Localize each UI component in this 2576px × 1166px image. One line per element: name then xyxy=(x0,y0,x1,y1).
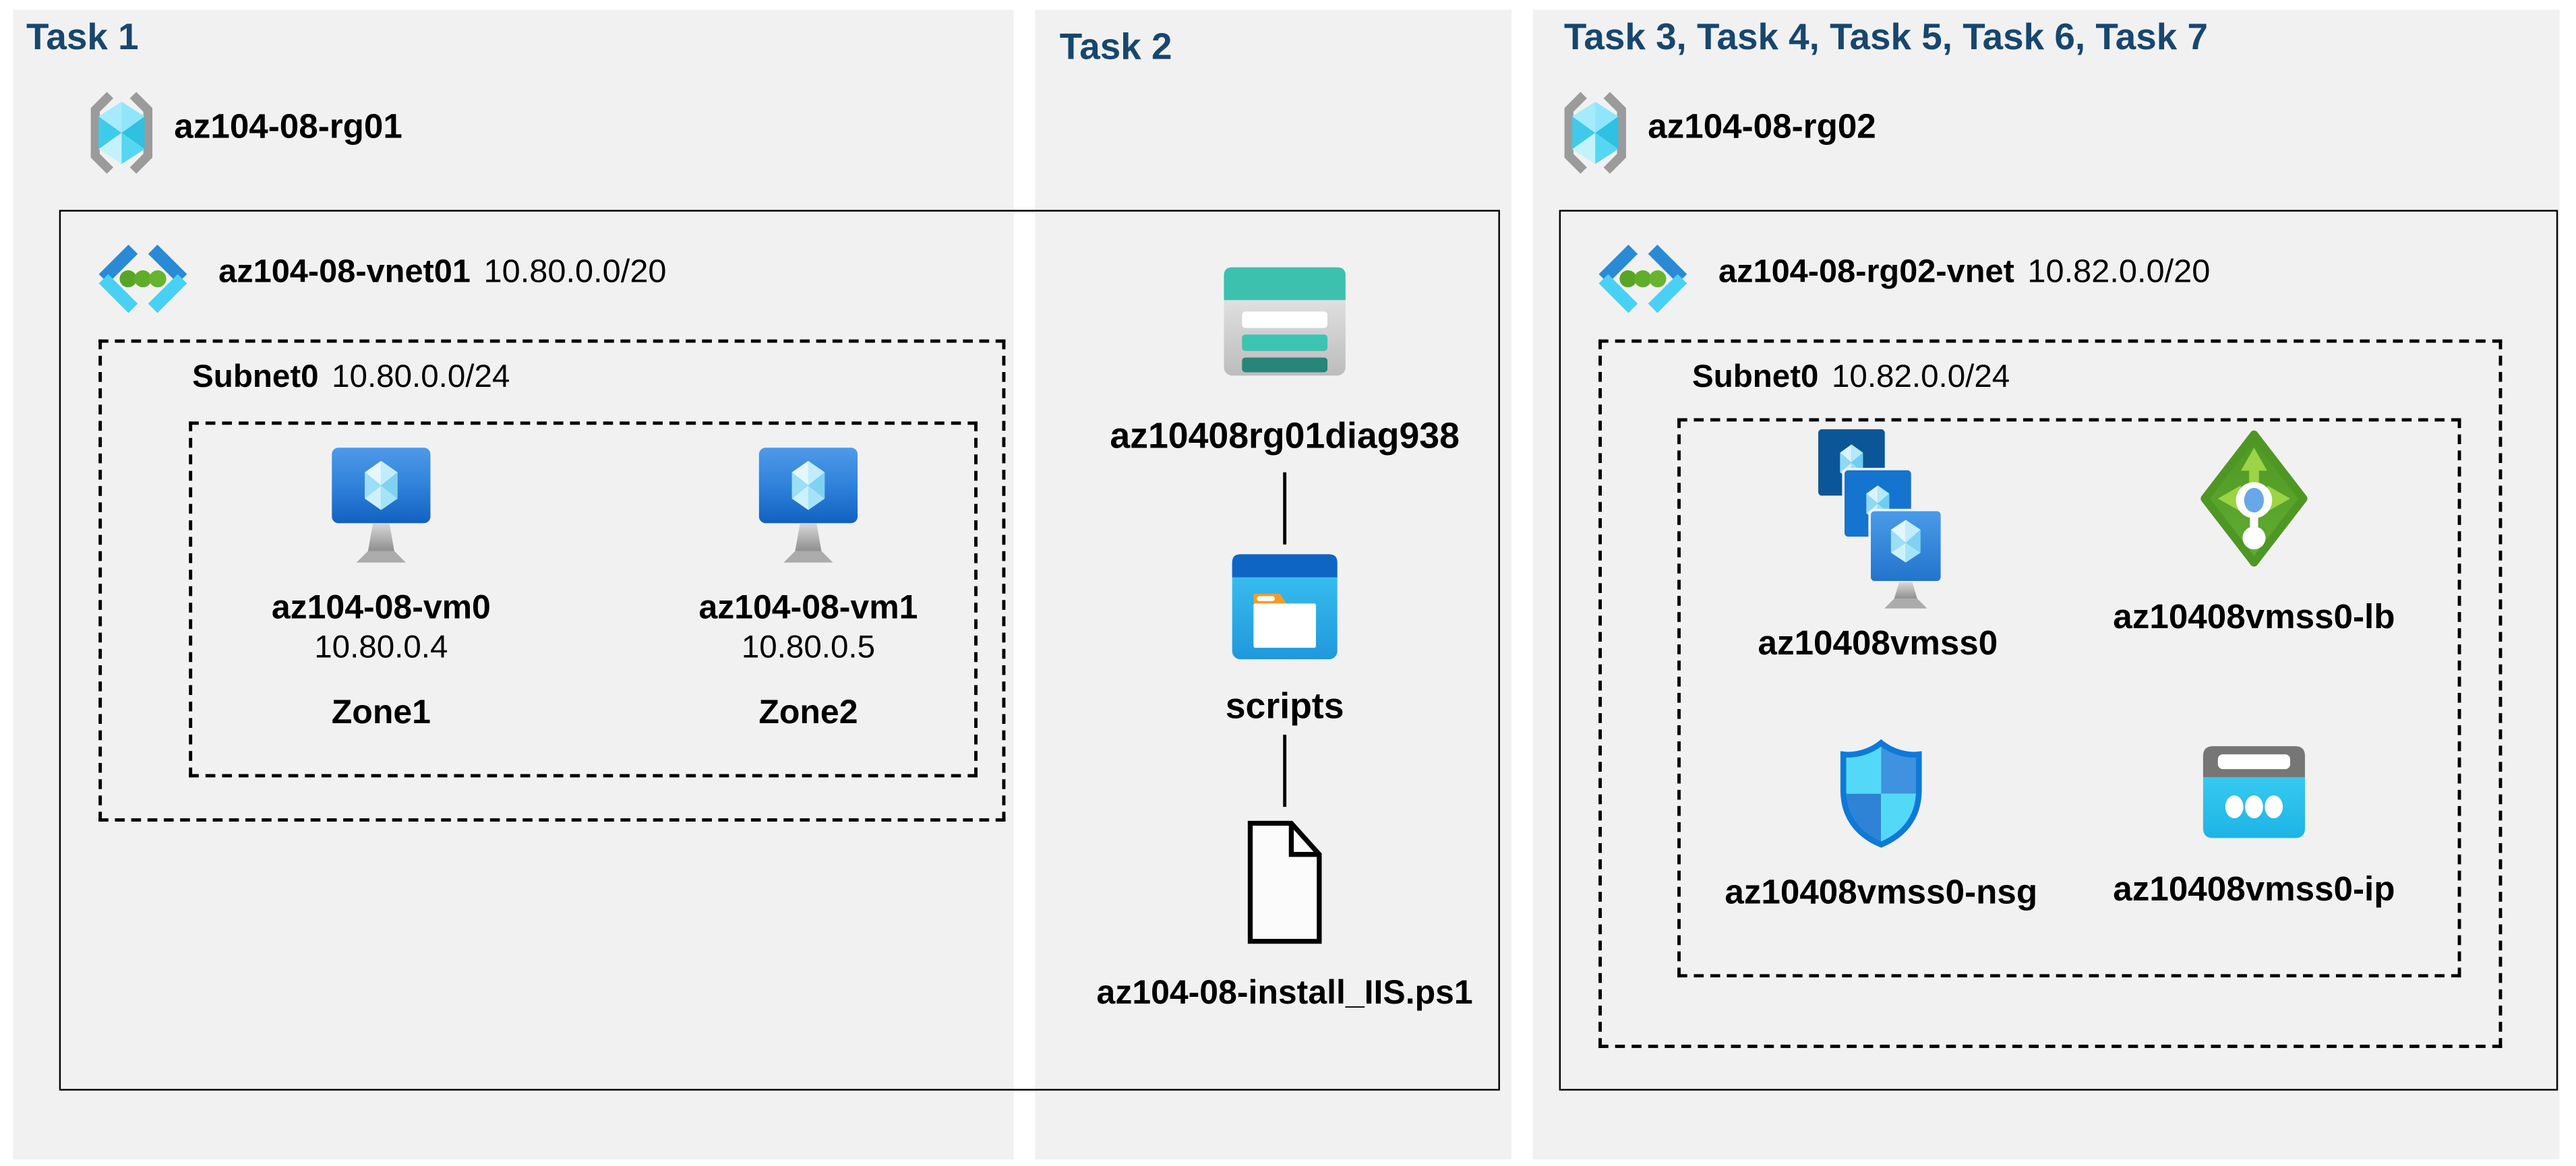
task1-panel xyxy=(13,9,1014,1160)
public-ip-icon xyxy=(2201,745,2306,848)
resource-group-name: az104-08-rg01 xyxy=(174,108,402,146)
nsg-node: az10408vmss0-nsg xyxy=(1692,738,2070,913)
vmss-node: az10408vmss0 xyxy=(1689,427,2066,665)
subnet2-label: Subnet0 10.82.0.0/24 xyxy=(1692,359,2010,397)
vm-icon xyxy=(757,446,859,576)
storage-account-icon xyxy=(1222,266,1347,386)
script-file-name: az104-08-install_IIS.ps1 xyxy=(1096,974,1473,1012)
vmss-icon xyxy=(1797,427,1958,619)
vm-icon xyxy=(330,446,432,576)
resource-group-icon xyxy=(1561,88,1629,185)
vm0-node: az104-08-vm0 10.80.0.4 Zone1 xyxy=(217,446,545,733)
subnet1-cidr: 10.80.0.0/24 xyxy=(332,359,510,396)
vm1-zone: Zone2 xyxy=(758,694,858,732)
resource-group-name: az104-08-rg02 xyxy=(1648,108,1876,146)
virtual-network-icon xyxy=(94,241,192,325)
load-balancer-node: az10408vmss0-lb xyxy=(2065,429,2443,638)
vnet2-label: az104-08-rg02-vnet 10.82.0.0/20 xyxy=(1718,254,2210,292)
task2-title: Task 2 xyxy=(1059,26,1172,67)
vnet2-name: az104-08-rg02-vnet xyxy=(1718,254,2014,290)
subnet2-cidr: 10.82.0.0/24 xyxy=(1831,359,2010,396)
vm0-ip: 10.80.0.4 xyxy=(314,630,448,666)
connector-line xyxy=(1283,735,1288,807)
vm0-name: az104-08-vm0 xyxy=(271,588,491,627)
vmss-name: az10408vmss0 xyxy=(1758,625,1998,663)
container-node: scripts xyxy=(1075,553,1495,728)
public-ip-name: az10408vmss0-ip xyxy=(2113,871,2395,909)
vnet2-cidr: 10.82.0.0/20 xyxy=(2027,254,2211,290)
container-name: scripts xyxy=(1225,685,1344,727)
connector-line xyxy=(1283,472,1288,545)
vm1-node: az104-08-vm1 10.80.0.5 Zone2 xyxy=(644,446,972,733)
public-ip-node: az10408vmss0-ip xyxy=(2065,745,2443,911)
task3-title: Task 3, Task 4, Task 5, Task 6, Task 7 xyxy=(1563,16,2208,58)
vm0-zone: Zone1 xyxy=(331,694,431,732)
vnet1-label: az104-08-vnet01 10.80.0.0/20 xyxy=(218,254,666,292)
resource-group-icon xyxy=(87,88,156,185)
load-balancer-icon xyxy=(2200,429,2308,576)
subnet1-label: Subnet0 10.80.0.0/24 xyxy=(192,359,510,397)
load-balancer-name: az10408vmss0-lb xyxy=(2113,599,2395,637)
vnet1-cidr: 10.80.0.0/20 xyxy=(483,254,667,290)
vm1-name: az104-08-vm1 xyxy=(698,588,918,627)
virtual-network-icon xyxy=(1594,241,1692,325)
nsg-shield-icon xyxy=(1835,738,1927,858)
nsg-name: az10408vmss0-nsg xyxy=(1725,873,2038,912)
storage-account-node: az10408rg01diag938 xyxy=(1075,266,1495,458)
storage-account-name: az10408rg01diag938 xyxy=(1110,415,1460,456)
task1-title: Task 1 xyxy=(26,16,139,58)
vnet1-name: az104-08-vnet01 xyxy=(218,254,471,290)
file-icon xyxy=(1245,818,1324,954)
vm1-ip: 10.80.0.5 xyxy=(741,630,876,666)
folder-icon xyxy=(1230,553,1339,669)
subnet1-name: Subnet0 xyxy=(192,359,319,396)
task3-panel xyxy=(1532,9,2560,1160)
script-file-node: az104-08-install_IIS.ps1 xyxy=(1075,818,1495,1014)
subnet2-name: Subnet0 xyxy=(1692,359,1819,396)
